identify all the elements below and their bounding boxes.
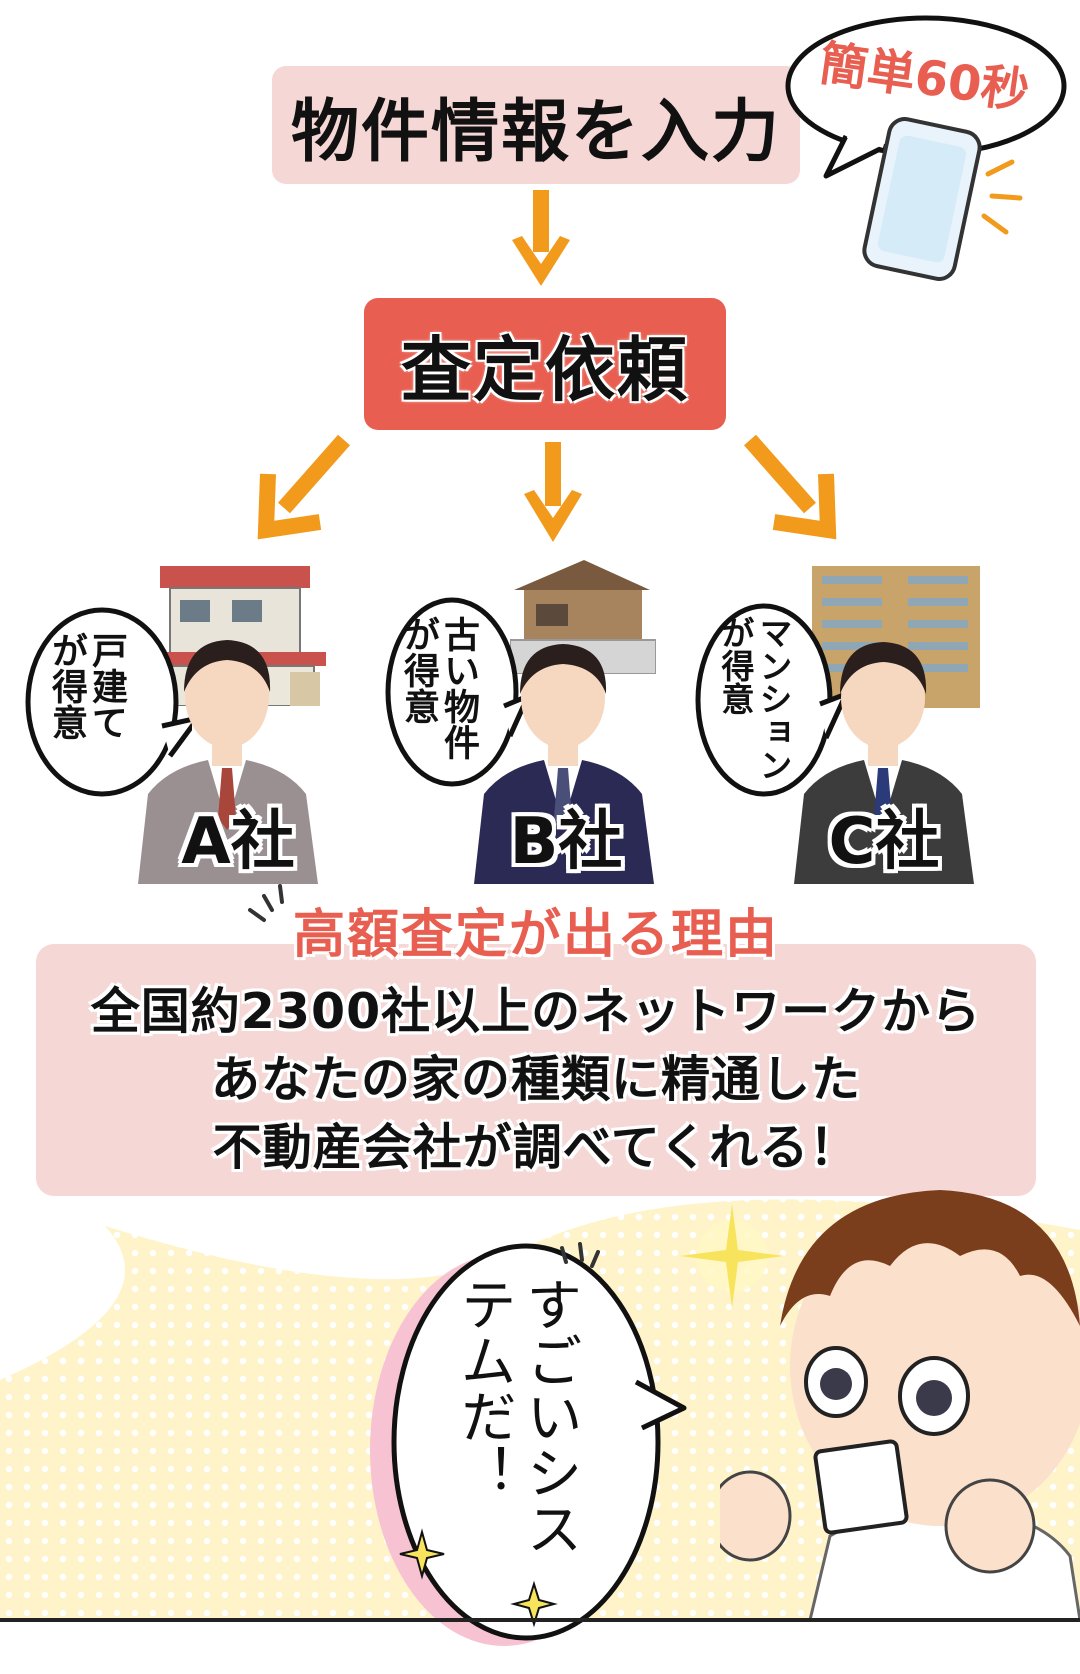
character-speech: すごいシステムだ！ (451, 1276, 582, 1556)
emphasis-lines-icon (248, 884, 284, 922)
reason-panel (36, 944, 1036, 1196)
step-request-label: 査定依頼 (401, 328, 689, 411)
arrow-down-icon (524, 442, 582, 542)
reason-line-1: 全国約2300社以上のネットワークから (90, 983, 982, 1040)
speech-bubble (385, 597, 524, 787)
sparkle-small-icon (399, 1528, 558, 1628)
businessman-b (474, 644, 654, 884)
reason-line-3: 不動産会社が調べてくれる！ (212, 1119, 860, 1176)
speech-bubble-60sec (785, 15, 1067, 281)
exclaim-speech-bubble (370, 1242, 687, 1646)
arrow-down-right-icon (744, 434, 837, 540)
businessman-a (138, 640, 318, 884)
boy-character (720, 1190, 1080, 1620)
arrow-down-icon (512, 190, 570, 286)
company-a-label: A社 (181, 805, 295, 879)
bottom-divider (0, 1618, 1080, 1622)
arrow-down-left-icon (257, 434, 350, 540)
speech-a: 戸建てが得意 (46, 632, 127, 740)
step-valuation-request: 査定依頼 (364, 298, 726, 430)
speech-bubble (25, 607, 192, 797)
step-input-property-info: 物件情報を入力 (272, 66, 800, 184)
reason-title: 高額査定が出る理由 (292, 905, 779, 965)
speech-bubble (695, 603, 844, 797)
smartphone-icon (862, 117, 982, 281)
speech-b: 古い物件が得意 (398, 616, 479, 760)
sparkle-icon (680, 1204, 784, 1308)
company-b-label: B社 (509, 805, 623, 879)
step-input-label: 物件情報を入力 (290, 92, 781, 172)
reason-line-2: あなたの家の種類に精通した (210, 1051, 861, 1108)
company-c-label: C社 (828, 805, 940, 879)
businessman-c (794, 642, 974, 884)
speech-c: マンションが得意 (716, 616, 793, 781)
